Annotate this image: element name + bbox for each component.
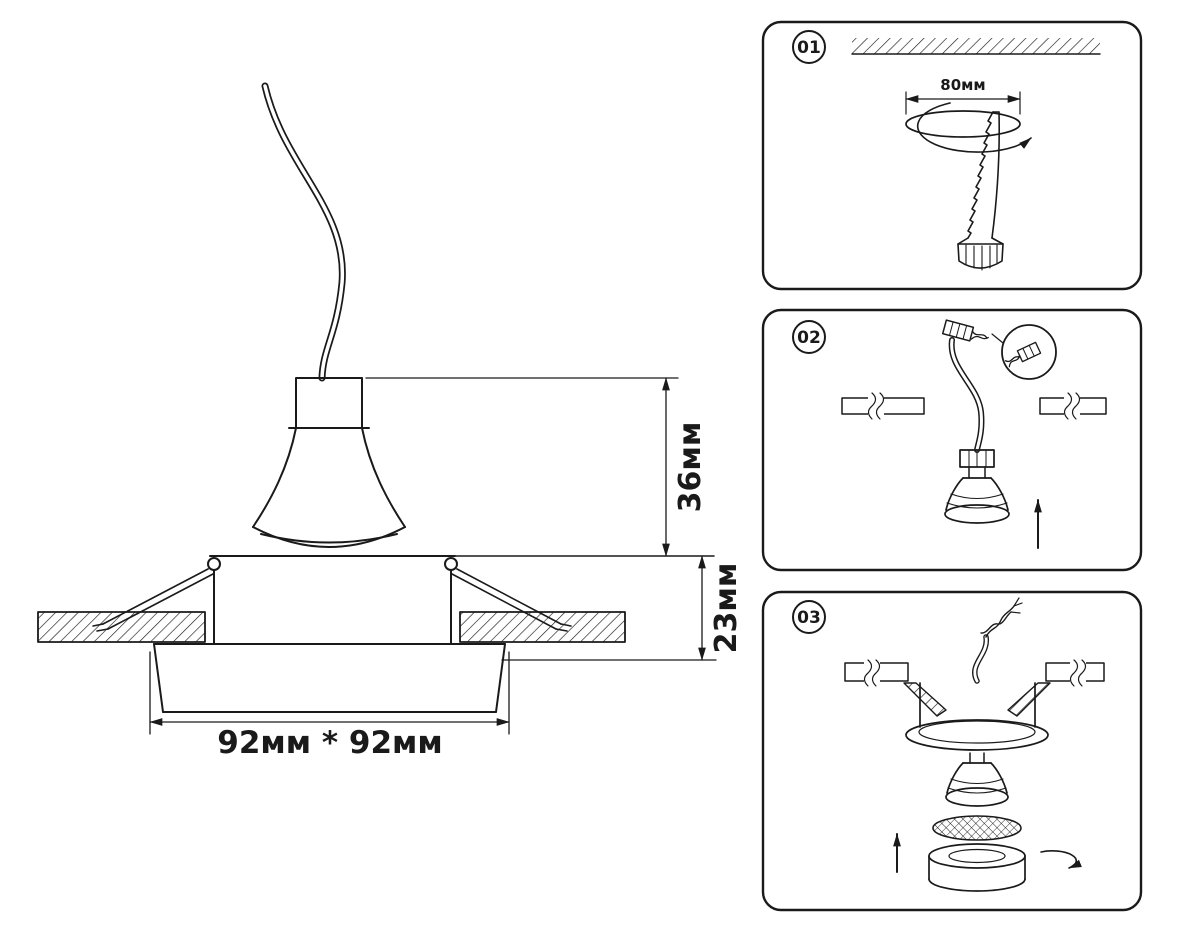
mounting-plate xyxy=(207,555,715,645)
gu10-lamp xyxy=(944,477,1010,524)
power-cable xyxy=(261,82,346,382)
gu10-lamp xyxy=(945,752,1009,807)
trim-ring xyxy=(928,843,1026,892)
panel-03-border xyxy=(761,590,1143,912)
trim-ring-front xyxy=(153,643,506,713)
rotation-arrow-icon xyxy=(1040,850,1082,869)
spring-clip-right xyxy=(1007,682,1051,717)
dimension-trim-size: 92мм * 92мм xyxy=(149,651,510,761)
panel-01-border xyxy=(761,20,1143,291)
hole-diameter-dimension: 80мм xyxy=(905,76,1021,115)
dimension-body-height-label: 36мм xyxy=(673,422,708,513)
dimension-body-height: 36мм xyxy=(365,377,708,557)
step-03-badge: 03 xyxy=(792,600,826,634)
step-01-badge: 01 xyxy=(792,30,826,64)
dimension-recess-depth: 23мм xyxy=(501,555,744,661)
main-fixture-drawing: 36мм 23мм 92мм * 92мм xyxy=(37,82,744,761)
terminal-block-top xyxy=(941,319,1004,344)
ceiling-right xyxy=(459,611,626,643)
pivot-right xyxy=(444,557,458,571)
step-panel-03: 03 xyxy=(761,590,1143,912)
step-03-number: 03 xyxy=(797,608,821,628)
rotation-arrow-icon xyxy=(916,102,1032,153)
mesh-ring xyxy=(932,815,1022,841)
spring-clip-left xyxy=(903,682,947,717)
hole-ellipse xyxy=(905,110,1021,138)
hole-saw-drill xyxy=(957,111,1004,271)
step-panel-02: 02 xyxy=(761,308,1143,572)
lamp-socket xyxy=(959,449,995,479)
step-panel-01: 01 80мм xyxy=(761,20,1143,291)
supply-wire xyxy=(948,337,985,453)
step-02-number: 02 xyxy=(797,328,821,348)
step-01-number: 01 xyxy=(797,38,821,58)
ceiling-section xyxy=(844,659,1105,687)
pivot-left xyxy=(207,557,221,571)
ceiling-hatch-strip xyxy=(851,38,1101,55)
ceiling-left xyxy=(37,611,206,643)
supply-wire-top xyxy=(972,597,1023,684)
ceiling-section xyxy=(841,392,1107,420)
step-02-badge: 02 xyxy=(792,320,826,354)
lamp-body xyxy=(252,377,406,548)
panel-02-border xyxy=(761,308,1143,572)
fixture-housing xyxy=(905,682,1049,751)
dimension-trim-size-label: 92мм * 92мм xyxy=(217,725,442,761)
dimension-recess-depth-label: 23мм xyxy=(709,563,744,654)
hole-diameter-label: 80мм xyxy=(940,76,985,94)
magnifier-detail xyxy=(1001,324,1057,380)
